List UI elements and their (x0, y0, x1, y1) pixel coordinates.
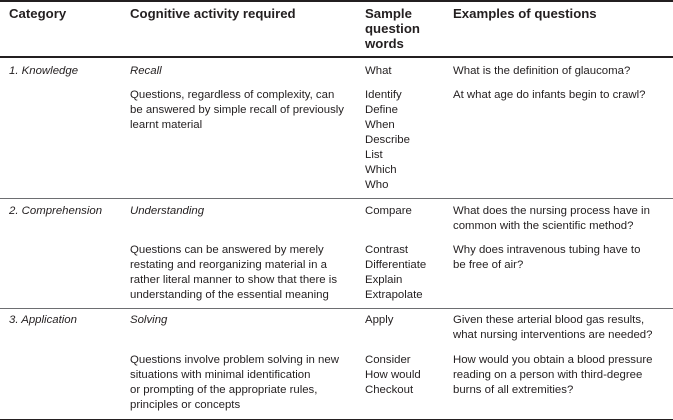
example-glaucoma: What is the definition of glaucoma? (453, 65, 631, 77)
row-divider-1 (0, 198, 673, 199)
example-iv-tubing-line-1: Why does intravenous tubing have to (453, 244, 641, 256)
word-list: List (365, 149, 383, 161)
word-apply: Apply (365, 314, 394, 326)
word-which: Which (365, 164, 397, 176)
word-who: Who (365, 179, 389, 191)
word-identify: Identify (365, 89, 402, 101)
word-what: What (365, 65, 392, 77)
table-top-rule (0, 0, 673, 2)
header-rule (0, 56, 673, 58)
word-define: Define (365, 104, 398, 116)
example-blood-pressure-line-1: How would you obtain a blood pressure (453, 354, 653, 366)
application-desc-line-3: or prompting of the appropriate rules, (130, 384, 318, 396)
knowledge-desc-line-2: be answered by simple recall of previous… (130, 104, 344, 116)
application-desc-line-4: principles or concepts (130, 399, 241, 411)
activity-understanding: Understanding (130, 205, 205, 217)
header-examples: Examples of questions (453, 6, 597, 21)
header-sample-words-line-3: words (365, 36, 404, 51)
comprehension-desc-line-4: understanding of the essential meaning (130, 289, 329, 301)
knowledge-desc-line-3: learnt material (130, 119, 203, 131)
example-blood-gas-line-2: what nursing interventions are needed? (453, 329, 653, 341)
category-comprehension: 2. Comprehension (9, 205, 103, 217)
row-divider-2 (0, 308, 673, 309)
example-infants-crawl: At what age do infants begin to crawl? (453, 89, 646, 101)
comprehension-desc-line-3: rather literal manner to show that there… (130, 274, 338, 286)
header-category: Category (9, 6, 67, 21)
category-knowledge: 1. Knowledge (9, 65, 79, 77)
example-blood-pressure-line-3: burns of all extremities? (453, 384, 574, 396)
word-contrast: Contrast (365, 244, 409, 256)
header-sample-words-line-2: question (365, 21, 420, 36)
word-explain: Explain (365, 274, 403, 286)
word-how-would: How would (365, 369, 421, 381)
word-extrapolate: Extrapolate (365, 289, 423, 301)
header-sample-words-line-1: Sample (365, 6, 412, 21)
comprehension-desc-line-1: Questions can be answered by merely (130, 244, 324, 256)
application-desc-line-1: Questions involve problem solving in new (130, 354, 339, 366)
example-nursing-process-line-2: common with the scientific method? (453, 220, 634, 232)
category-application: 3. Application (9, 314, 77, 326)
example-iv-tubing-line-2: be free of air? (453, 259, 524, 271)
comprehension-desc-line-2: restating and reorganizing material in a (130, 259, 327, 271)
word-compare: Compare (365, 205, 412, 217)
knowledge-desc-line-1: Questions, regardless of complexity, can (130, 89, 335, 101)
application-desc-line-2: situations with minimal identification (130, 369, 311, 381)
example-blood-gas-line-1: Given these arterial blood gas results, (453, 314, 645, 326)
word-consider: Consider (365, 354, 411, 366)
activity-recall: Recall (130, 65, 162, 77)
example-blood-pressure-line-2: reading on a person with third-degree (453, 369, 643, 381)
word-checkout: Checkout (365, 384, 414, 396)
word-when: When (365, 119, 395, 131)
header-cognitive-activity: Cognitive activity required (130, 6, 296, 21)
word-differentiate: Differentiate (365, 259, 427, 271)
activity-solving: Solving (130, 314, 168, 326)
example-nursing-process-line-1: What does the nursing process have in (453, 205, 650, 217)
word-describe: Describe (365, 134, 410, 146)
